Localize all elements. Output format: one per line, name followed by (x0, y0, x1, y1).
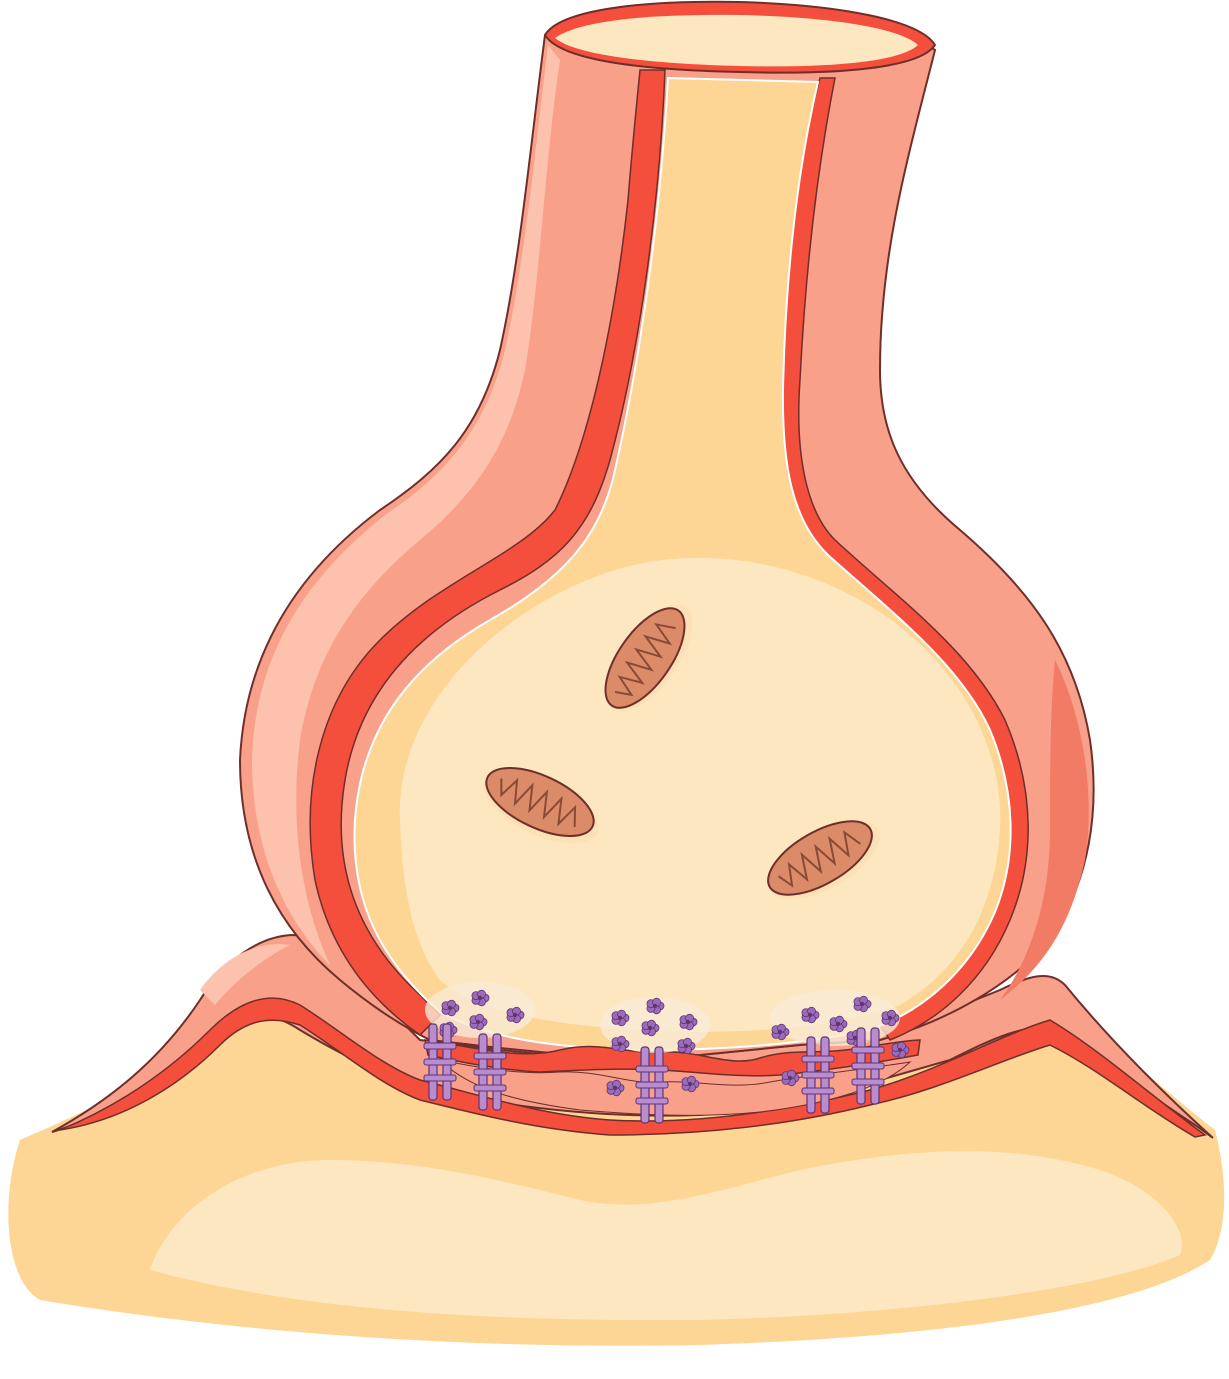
neurotransmitter-molecule (781, 1069, 800, 1087)
postsynaptic-highlight (150, 1151, 1182, 1321)
neurotransmitter-molecule (641, 1019, 660, 1037)
neurotransmitter-molecule (771, 1023, 790, 1041)
presynaptic-membrane-red (309, 69, 666, 1036)
presynaptic-highlight-left (252, 45, 560, 965)
neurotransmitter-molecule (606, 1079, 625, 1097)
mitochondria (483, 604, 881, 900)
neurotransmitter-molecule (611, 1035, 630, 1053)
receptor-channel (851, 1027, 885, 1105)
presynaptic-shadow-right (1000, 660, 1089, 1000)
presynaptic-terminal (238, 0, 1095, 1060)
neurotransmitter-molecule (469, 1013, 488, 1031)
neurotransmitter-molecule (441, 999, 460, 1017)
neurotransmitter-molecule (829, 1015, 848, 1033)
postsynaptic-cell (8, 933, 1225, 1346)
neurotransmitter-molecule (506, 1006, 525, 1024)
receptor-channel (635, 1046, 669, 1124)
receptor-channel (473, 1033, 507, 1111)
neurotransmitter-molecule (646, 997, 665, 1015)
neurotransmitter-molecule (681, 1075, 700, 1093)
neurotransmitter-molecule (853, 995, 872, 1013)
active-zone-membrane (424, 1039, 921, 1077)
mitochondrion (767, 820, 881, 900)
receptor-channel (423, 1023, 457, 1101)
receptor-channel (801, 1036, 835, 1114)
receptor-channels (423, 1023, 885, 1124)
postsynaptic-sheen (200, 944, 290, 1005)
neurotransmitter-molecule (611, 1009, 630, 1027)
presynaptic-cytoplasm-light (399, 557, 1001, 1032)
mitochondrion (604, 604, 693, 712)
mitochondrion (483, 766, 599, 844)
postsynaptic-membrane-red (59, 997, 1207, 1138)
neurotransmitter-molecule (677, 1037, 696, 1055)
neurotransmitter-molecule (801, 1006, 820, 1024)
neurotransmitter-molecule (891, 1041, 910, 1059)
neurotransmitter-molecule (881, 1009, 900, 1027)
neurotransmitter-molecule (471, 989, 490, 1007)
axon-opening-inner (555, 14, 918, 67)
neurotransmitter-molecule (679, 1013, 698, 1031)
